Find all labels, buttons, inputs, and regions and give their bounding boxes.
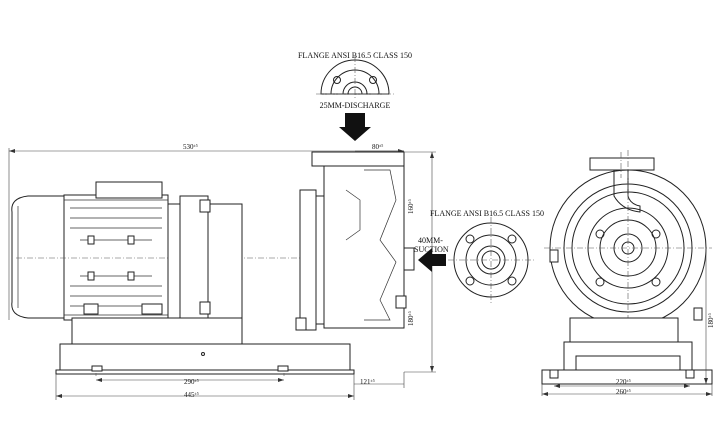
dim-base-length: 445±5 [184, 391, 199, 399]
dim-end-width: 260±5 [616, 388, 631, 396]
suction-arrow [418, 248, 446, 272]
dim-end-holes: 220±5 [616, 378, 631, 386]
dim-end-height: 180±5 [707, 313, 715, 328]
discharge-label: 25MM-DISCHARGE [320, 101, 391, 110]
dim-upper-height: 160±5 [407, 199, 415, 214]
discharge-flange-detail: FLANGE ANSI B16.5 CLASS 150 25MM-DISCHAR… [298, 51, 412, 141]
motor [11, 181, 408, 321]
dim-overall-length: 530±5 [183, 143, 198, 151]
dim-suction-offset: 121±5 [360, 378, 375, 386]
end-view: 180±5 220±5 260±5 [541, 150, 715, 396]
suction-flange-label: FLANGE ANSI B16.5 CLASS 150 [430, 209, 544, 218]
suction-flange-detail: FLANGE ANSI B16.5 CLASS 150 [430, 209, 544, 303]
dim-lower-height: 180±5 [407, 311, 415, 326]
dim-discharge-offset: 80±5 [372, 143, 383, 151]
dim-base-holes: 290±5 [184, 378, 199, 386]
pump-casing [295, 151, 415, 331]
baseplate [55, 317, 355, 378]
side-view: 530±5 80±5 [8, 143, 449, 400]
discharge-arrow [339, 113, 371, 141]
discharge-flange-label: FLANGE ANSI B16.5 CLASS 150 [298, 51, 412, 60]
suction-label-1: 40MM- [418, 236, 443, 245]
